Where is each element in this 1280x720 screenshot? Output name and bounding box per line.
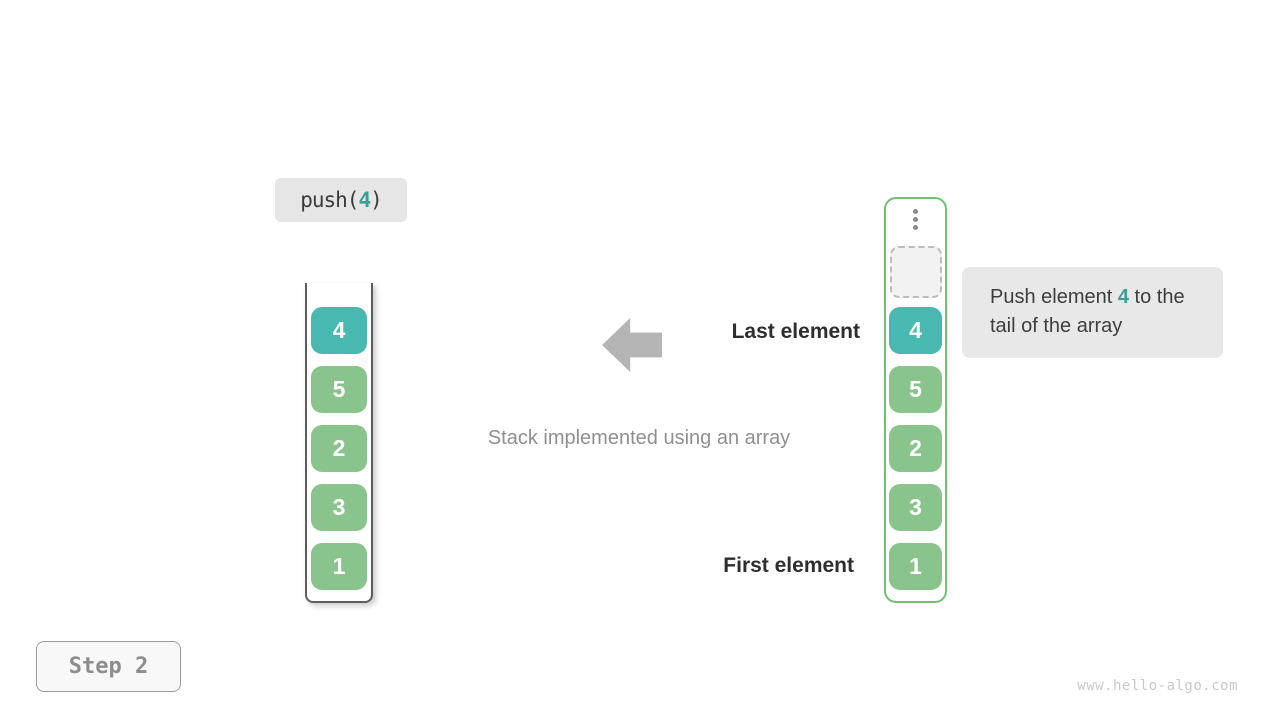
stack-cell: 1 (311, 543, 367, 590)
callout-highlight-value: 4 (1117, 286, 1129, 308)
callout-text-after: to the tail of the array (990, 286, 1185, 337)
callout-text-before: Push element (990, 286, 1118, 308)
operation-code-argument: 4 (358, 188, 371, 212)
step-badge: Step 2 (36, 641, 181, 692)
array-cell: 5 (889, 366, 942, 413)
stack-cell: 4 (311, 307, 367, 354)
diagram-caption: Stack implemented using an array (487, 427, 791, 449)
ellipsis-dot (913, 209, 918, 214)
ellipsis-dot (913, 217, 918, 222)
operation-code-prefix: push( (300, 188, 359, 212)
first-element-label: First element (723, 554, 854, 577)
operation-badge: push(4) (275, 178, 407, 222)
empty-array-slot (889, 246, 942, 298)
ellipsis-dot (913, 225, 918, 230)
stack-cell: 2 (311, 425, 367, 472)
array-cell: 3 (889, 484, 942, 531)
push-explanation-callout: Push element 4 to the tail of the array (962, 267, 1223, 358)
vertical-ellipsis-icon (913, 209, 918, 230)
array-cell: 4 (889, 307, 942, 354)
array-container: 4 5 2 3 1 (884, 197, 947, 603)
stack-cell: 5 (311, 366, 367, 413)
array-cell: 2 (889, 425, 942, 472)
left-arrow-icon (602, 318, 662, 372)
watermark: www.hello-algo.com (1077, 678, 1238, 694)
stack-container: 4 5 2 3 1 (305, 283, 373, 603)
last-element-label: Last element (731, 320, 860, 343)
operation-code-suffix: ) (370, 188, 383, 212)
array-cell: 1 (889, 543, 942, 590)
stack-cell: 3 (311, 484, 367, 531)
